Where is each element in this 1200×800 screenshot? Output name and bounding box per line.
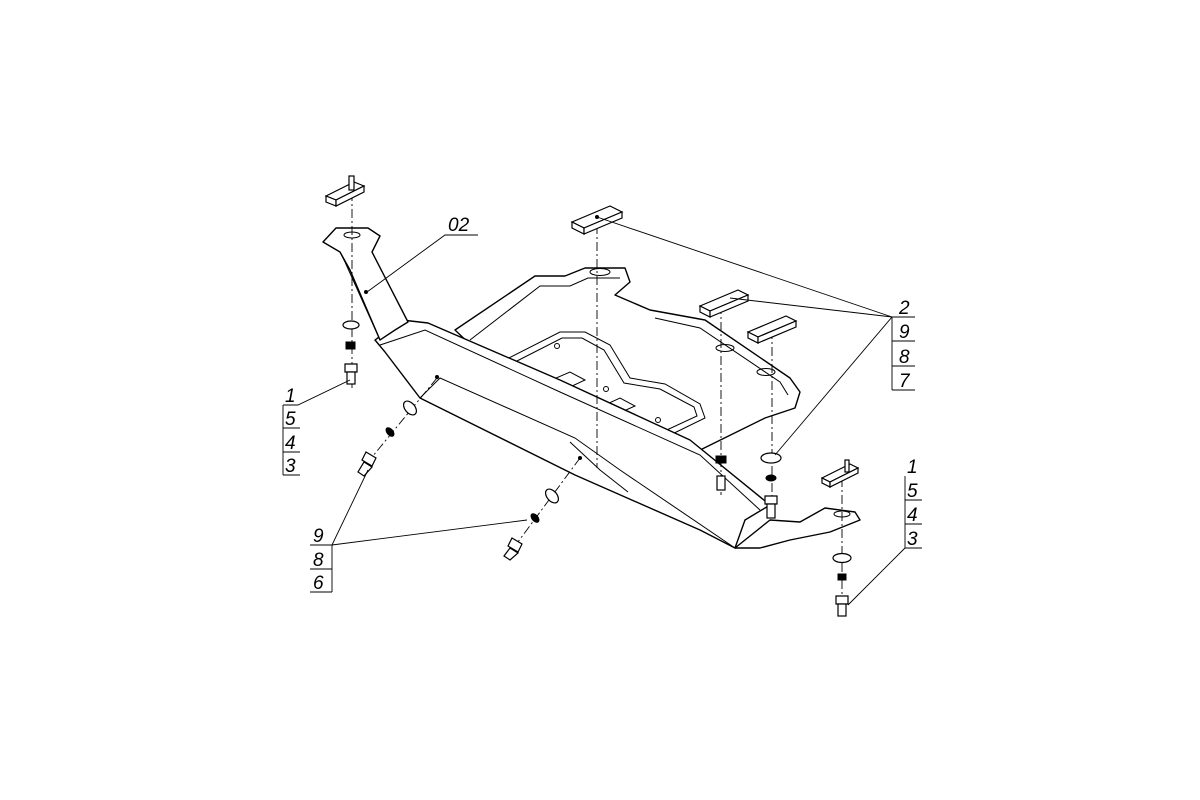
- callout-bl-1: 9: [313, 526, 324, 547]
- cage-nut-plate-left: [324, 175, 366, 207]
- hardware: [324, 175, 860, 617]
- bolt-diagonal-center: [503, 537, 523, 561]
- callout-tl-1: 1: [285, 386, 296, 407]
- skid-plate: [322, 227, 861, 549]
- callout-br-2: 5: [907, 481, 918, 502]
- bolt-center-right: [764, 495, 778, 519]
- callout-br-1: 1: [907, 457, 918, 478]
- callout-tl-2: 5: [285, 409, 296, 430]
- callout-tl-3: 4: [285, 433, 296, 454]
- callout-br-3: 4: [907, 505, 918, 526]
- callout-bl-3: 6: [313, 573, 324, 594]
- callout-tr-1: 2: [898, 298, 910, 319]
- part-label-02: 02: [448, 215, 470, 236]
- callout-tr-2: 9: [899, 322, 910, 343]
- callout-bl-2: 8: [313, 550, 324, 571]
- plate-right-2: [746, 315, 798, 344]
- bolt-right: [835, 595, 849, 617]
- callout-tl-4: 3: [285, 456, 296, 477]
- callout-labels: 02 1 5 4 3 9 8 6 2 9 8 7 1 5 4 3: [285, 215, 918, 594]
- callout-tr-3: 8: [899, 347, 910, 368]
- leader-lines: [282, 216, 922, 606]
- callout-tr-4: 7: [899, 371, 911, 392]
- bolt-diagonal-left: [357, 451, 377, 477]
- bolt-left: [344, 363, 358, 385]
- callout-br-4: 3: [907, 529, 918, 550]
- plate-right-1: [698, 289, 750, 318]
- cage-nut-plate-right: [820, 459, 860, 488]
